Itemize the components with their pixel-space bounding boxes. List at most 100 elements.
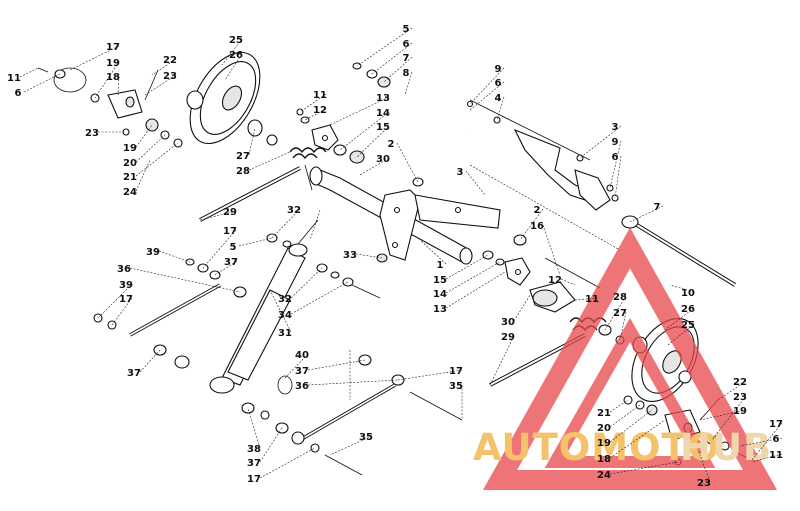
callout-number: 37 [224, 257, 238, 268]
callout-leader [609, 140, 622, 189]
callout-number: 22 [163, 55, 177, 66]
callout-leader [751, 453, 783, 463]
callout-number: 12 [313, 105, 327, 116]
left-arm-hardware [296, 108, 365, 164]
callout-leader [751, 422, 783, 461]
callout-number: 9 [495, 64, 502, 75]
callout-leader [259, 447, 316, 479]
callout-leader [129, 267, 241, 293]
callout-number: 2 [388, 139, 395, 150]
callout-leader [445, 254, 489, 280]
callout-leader [445, 271, 506, 309]
callout-leader [560, 278, 576, 286]
callout-number: 3 [612, 122, 619, 133]
callout-number: 17 [119, 294, 133, 305]
callout-number: 6 [773, 434, 780, 445]
callout-leader [609, 404, 641, 428]
watermark-logo [482, 227, 778, 490]
callout-number: 40 [295, 350, 309, 361]
callout-leader [158, 250, 191, 263]
callout-number: 9 [612, 137, 619, 148]
callout-leader [299, 93, 327, 113]
callout-leader [151, 58, 177, 76]
watermark-brand-suffix: HUB [680, 426, 772, 469]
callout-number: 5 [403, 24, 410, 35]
callout-leader [711, 395, 747, 441]
callout-number: 6 [612, 152, 619, 163]
callout-number: 14 [376, 108, 390, 119]
callout-number: 8 [403, 68, 410, 79]
callout-leader [619, 311, 627, 341]
callout-leader [117, 75, 120, 96]
callout-leader [469, 81, 505, 111]
callout-number: 33 [343, 250, 357, 261]
callout-number: 14 [433, 289, 447, 300]
callout-leader [469, 67, 505, 105]
main-cross-shaft [309, 164, 621, 286]
callout-number: 7 [654, 202, 661, 213]
callout-leader [97, 283, 133, 319]
callout-number: 18 [597, 454, 611, 465]
callout-leader [111, 297, 133, 326]
lower-right-link [241, 354, 463, 476]
callout-number: 6 [495, 78, 502, 89]
callout-number: 25 [229, 35, 243, 46]
callout-leader [609, 461, 679, 475]
callout-leader [604, 295, 627, 331]
callout-leader [356, 125, 390, 158]
callout-number: 17 [223, 226, 237, 237]
callout-number: 6 [15, 88, 22, 99]
callout-leader [397, 369, 463, 381]
callout-number: 23 [85, 128, 99, 139]
callout-leader [94, 61, 120, 99]
callout-number: 6 [403, 39, 410, 50]
callout-number: 27 [236, 151, 250, 162]
callout-number: 12 [548, 275, 562, 286]
callout-leader [259, 427, 283, 463]
callout-number: 23 [697, 478, 711, 489]
callout-leader [465, 170, 486, 196]
logo-triangle-outer [482, 227, 778, 490]
callout-leader [19, 67, 39, 78]
callout-leader [247, 407, 261, 449]
callout-leader [139, 349, 161, 373]
callout-number: 16 [530, 221, 544, 232]
watermark-brand-text: AUTOMOTO [473, 426, 720, 469]
callout-leader [221, 38, 243, 66]
callout-leader [519, 208, 544, 241]
callout-number: 19 [123, 143, 137, 154]
callout-number: 37 [295, 366, 309, 377]
callout-leader [290, 281, 349, 315]
callout-number: 30 [376, 154, 390, 165]
callout-number: 4 [495, 93, 502, 104]
callout-number: 2 [534, 205, 541, 216]
callout-number: 36 [295, 381, 309, 392]
callout-leader [135, 124, 153, 148]
callout-number: 24 [123, 187, 137, 198]
callout-number: 3 [457, 167, 464, 178]
callout-number: 37 [247, 458, 261, 469]
callout-number: 11 [313, 90, 327, 101]
callout-number: 19 [597, 438, 611, 449]
callout-number: 25 [681, 320, 695, 331]
callout-number: 11 [769, 450, 783, 461]
callout-number: 35 [359, 432, 373, 443]
callout-leader [542, 224, 561, 276]
callout-number: 23 [733, 392, 747, 403]
callout-number: 17 [247, 474, 261, 485]
callout-number: 22 [733, 377, 747, 388]
callout-leader [359, 157, 390, 176]
callout-leader [199, 210, 237, 221]
callout-number: 35 [449, 381, 463, 392]
callout-leader [699, 409, 747, 421]
callout-number: 29 [223, 207, 237, 218]
callout-number: 26 [681, 304, 695, 315]
callout-number: 15 [376, 122, 390, 133]
callout-number: 24 [597, 470, 611, 481]
callout-leader [579, 125, 622, 159]
callout-leader [248, 151, 291, 171]
callout-number: 36 [117, 264, 131, 275]
callout-number: 39 [146, 247, 160, 258]
